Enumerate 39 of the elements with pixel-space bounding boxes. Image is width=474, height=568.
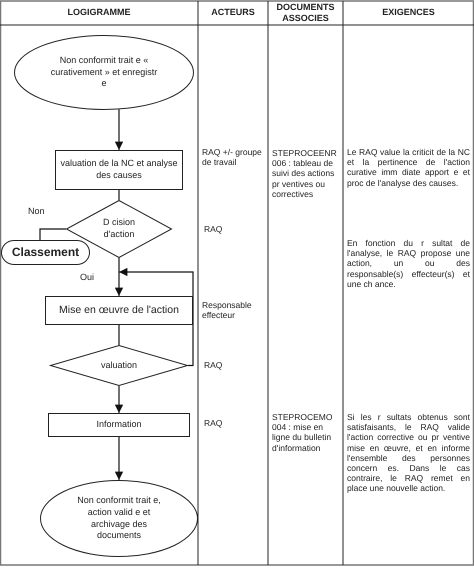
node-text: Mise en œuvre de l'action <box>59 304 179 318</box>
cell-text: RAQ <box>204 360 224 370</box>
process-box <box>45 296 193 325</box>
node-text: Non conformit trait e, action valid e et archivage des documents <box>76 495 162 542</box>
column-header: ACTEURS <box>210 7 256 18</box>
cell-text: Si les r sultats obtenus sont satisfaisants, le RAQ valide l'action corrective ou pr ventive mise en œuvre, et en informe l'ensemble des personnes concern es. Dans le cas contraire, le RAQ remet en place une nouvelle action. <box>347 412 470 494</box>
node-text: D cision d'action <box>102 217 136 241</box>
cell-text: RAQ +/- groupe de travail <box>202 147 263 168</box>
node-text: Non conformit trait e « curativement » et enregistr e <box>50 54 158 90</box>
node-text: Information <box>96 419 142 431</box>
edge-label: Oui <box>79 272 96 282</box>
column-header: LOGIGRAMME <box>66 7 132 18</box>
cell-text: RAQ <box>204 224 224 234</box>
cell-text: STEPROCEENR006 : tableau de suivi des actions pr ventives ou correctives <box>272 148 338 199</box>
connector-line <box>118 325 120 345</box>
arrow <box>114 386 124 413</box>
arrow <box>114 437 124 480</box>
terminal-box <box>1 240 90 265</box>
arrow <box>114 109 124 150</box>
arrow <box>114 258 124 296</box>
column-header: EXIGENCES <box>381 7 436 18</box>
arrow <box>119 268 194 366</box>
edge-label: Non <box>27 206 46 216</box>
process-box <box>55 150 183 190</box>
terminal-ellipse <box>40 480 198 557</box>
cell-text: RAQ <box>204 418 224 428</box>
column-header: DOCUMENTS ASSOCIES <box>276 2 336 24</box>
cell-text: Responsable effecteur <box>202 300 253 320</box>
connector-line <box>118 190 120 200</box>
decision-diamond <box>50 345 188 386</box>
node-text: valuation <box>100 360 138 372</box>
node-text: valuation de la NC et analyse des causes <box>59 158 179 182</box>
terminal-ellipse <box>14 35 194 110</box>
process-box <box>48 413 190 437</box>
cell-text: En fonction du r sultat de l'analyse, le RAQ propose une action, un ou des responsable(s) effecteur(s) et une ch ance. <box>347 238 470 289</box>
node-text: Classement <box>12 244 80 260</box>
connector-line <box>39 228 66 240</box>
cell-text: STEPROCEMO004 : mise en ligne du bulletin d'information <box>272 412 334 453</box>
cell-text: Le RAQ value la criticit de la NC et la pertinence de l'action curative imm diate apport e et proc de l'analyse des causes. <box>347 147 470 188</box>
